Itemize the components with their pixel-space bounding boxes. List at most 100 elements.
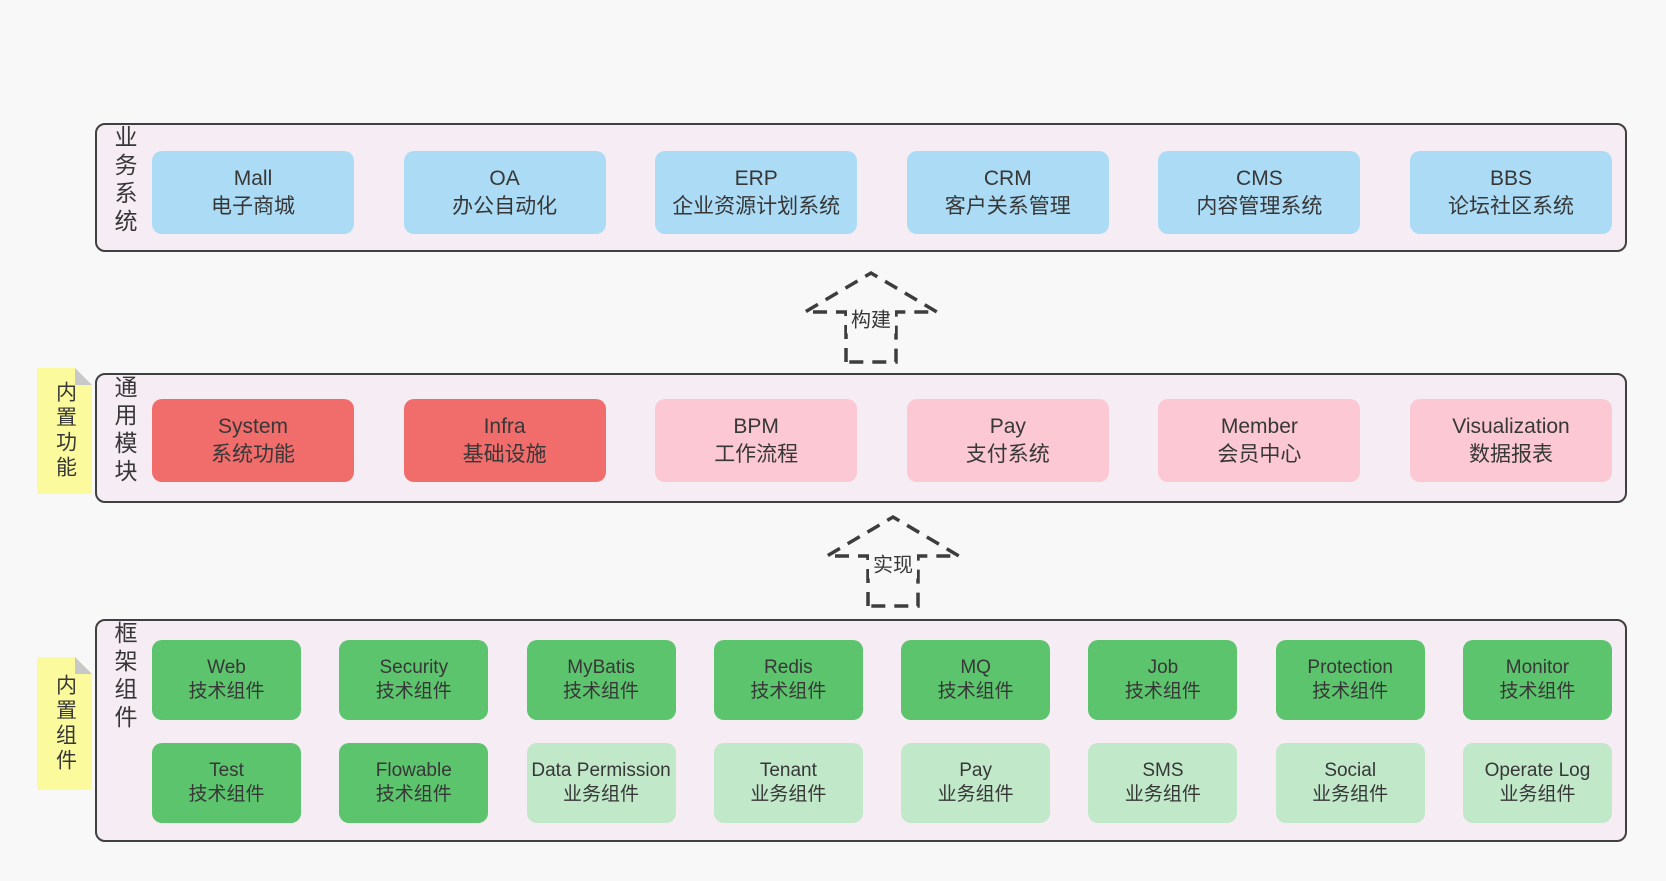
box-mq: MQ 技术组件	[901, 640, 1051, 720]
box-title: Data Permission	[531, 759, 671, 781]
box-subtitle: 业务组件	[1499, 784, 1576, 805]
box-title: CMS	[1236, 166, 1283, 190]
framework-boxes-row-2: Test 技术组件 Flowable 技术组件 Data Permission …	[152, 743, 1612, 823]
box-infra: Infra 基础设施	[403, 399, 606, 482]
box-title: Pay	[989, 414, 1026, 438]
box-subtitle: 工作流程	[714, 442, 799, 466]
box-subtitle: 论坛社区系统	[1447, 194, 1574, 218]
box-flowable: Flowable 技术组件	[339, 743, 489, 823]
box-subtitle: 技术组件	[1312, 681, 1389, 702]
box-job: Job 技术组件	[1088, 640, 1238, 720]
box-title: Security	[379, 656, 449, 678]
box-operate-log: Operate Log 业务组件	[1462, 743, 1612, 823]
box-subtitle: 系统功能	[211, 442, 295, 466]
box-test: Test 技术组件	[152, 743, 301, 823]
box-subtitle: 内容管理系统	[1196, 194, 1323, 218]
box-title: Social	[1324, 759, 1377, 781]
band-label-framework-components: 框架组件	[111, 621, 137, 733]
box-title: Job	[1147, 656, 1179, 678]
business-boxes-row: Mall 电子商城 OA 办公自动化 ERP 企业资源计划系统 CRM 客户关系…	[152, 151, 1612, 234]
box-subtitle: 技术组件	[1499, 681, 1576, 702]
box-subtitle: 企业资源计划系统	[672, 194, 841, 218]
box-subtitle: 业务组件	[750, 784, 827, 805]
sticky-note-built-in-components: 内置组件	[37, 657, 92, 790]
box-title: BBS	[1489, 166, 1532, 190]
box-subtitle: 支付系统	[965, 442, 1050, 466]
box-title: MyBatis	[567, 656, 635, 678]
box-subtitle: 技术组件	[1124, 681, 1201, 702]
box-title: Redis	[764, 656, 813, 678]
box-web: Web 技术组件	[152, 640, 301, 720]
box-title: Test	[209, 759, 244, 781]
sticky-note-built-in-features: 内置功能	[37, 368, 92, 494]
box-title: BPM	[733, 414, 779, 438]
box-subtitle: 业务组件	[563, 784, 640, 805]
box-mybatis: MyBatis 技术组件	[526, 640, 676, 720]
dashed-up-arrow-icon	[822, 514, 964, 608]
box-subtitle: 技术组件	[375, 784, 452, 805]
framework-boxes-row-1: Web 技术组件 Security 技术组件 MyBatis 技术组件 Redi…	[152, 640, 1612, 720]
box-subtitle: 技术组件	[188, 784, 265, 805]
box-subtitle: 技术组件	[750, 681, 827, 702]
box-title: Operate Log	[1484, 759, 1591, 781]
box-title: OA	[489, 166, 520, 190]
box-data-permission: Data Permission 业务组件	[526, 743, 676, 823]
box-subtitle: 技术组件	[375, 681, 452, 702]
box-subtitle: 会员中心	[1217, 442, 1302, 466]
box-title: CRM	[983, 166, 1032, 190]
box-subtitle: 技术组件	[937, 681, 1014, 702]
box-pay-module: Pay 支付系统	[906, 399, 1109, 482]
band-label-common-modules: 通用模块	[111, 375, 137, 487]
build-arrow	[800, 268, 942, 368]
box-subtitle: 数据报表	[1468, 442, 1553, 466]
box-bpm: BPM 工作流程	[655, 399, 858, 482]
box-system: System 系统功能	[152, 399, 354, 482]
box-subtitle: 办公自动化	[452, 194, 558, 218]
box-title: Pay	[959, 759, 992, 781]
build-arrow-label: 构建	[847, 302, 895, 334]
box-title: Infra	[483, 414, 526, 438]
box-subtitle: 业务组件	[937, 784, 1014, 805]
box-title: Web	[207, 656, 246, 678]
box-erp: ERP 企业资源计划系统	[655, 151, 858, 234]
box-title: ERP	[734, 166, 778, 190]
box-oa: OA 办公自动化	[403, 151, 606, 234]
implement-arrow	[822, 512, 964, 612]
box-security: Security 技术组件	[339, 640, 489, 720]
box-cms: CMS 内容管理系统	[1158, 151, 1361, 234]
box-title: MQ	[960, 656, 991, 678]
sticky-fold-corner	[75, 368, 92, 385]
sticky-fold-corner	[75, 657, 92, 674]
box-member: Member 会员中心	[1158, 399, 1361, 482]
box-title: Protection	[1307, 656, 1393, 678]
box-monitor: Monitor 技术组件	[1462, 640, 1612, 720]
box-title: Tenant	[759, 759, 817, 781]
box-crm: CRM 客户关系管理	[906, 151, 1109, 234]
box-subtitle: 业务组件	[1124, 784, 1201, 805]
box-sms: SMS 业务组件	[1088, 743, 1238, 823]
band-framework-components: 框架组件 Web 技术组件 Security 技术组件 MyBatis 技术组件…	[95, 619, 1627, 842]
box-title: System	[217, 414, 288, 438]
implement-arrow-label: 实现	[869, 547, 917, 579]
box-pay-component: Pay 业务组件	[901, 743, 1051, 823]
band-label-business-systems: 业务系统	[111, 125, 137, 237]
band-common-modules: 通用模块 System 系统功能 Infra 基础设施 BPM 工作流程 Pay…	[95, 373, 1627, 503]
box-mall: Mall 电子商城	[152, 151, 354, 234]
box-subtitle: 电子商城	[211, 194, 295, 218]
band-business-systems: 业务系统 Mall 电子商城 OA 办公自动化 ERP 企业资源计划系统 CRM…	[95, 123, 1627, 252]
dashed-up-arrow-icon	[800, 270, 942, 364]
modules-boxes-row: System 系统功能 Infra 基础设施 BPM 工作流程 Pay 支付系统…	[152, 399, 1612, 482]
box-visualization: Visualization 数据报表	[1409, 399, 1612, 482]
box-protection: Protection 技术组件	[1275, 640, 1425, 720]
box-social: Social 业务组件	[1275, 743, 1425, 823]
box-bbs: BBS 论坛社区系统	[1409, 151, 1612, 234]
box-title: SMS	[1142, 759, 1184, 781]
box-title: Flowable	[375, 759, 452, 781]
box-tenant: Tenant 业务组件	[713, 743, 863, 823]
box-title: Monitor	[1505, 656, 1570, 678]
box-subtitle: 客户关系管理	[944, 194, 1071, 218]
box-subtitle: 技术组件	[563, 681, 640, 702]
box-title: Member	[1220, 414, 1298, 438]
box-subtitle: 业务组件	[1312, 784, 1389, 805]
